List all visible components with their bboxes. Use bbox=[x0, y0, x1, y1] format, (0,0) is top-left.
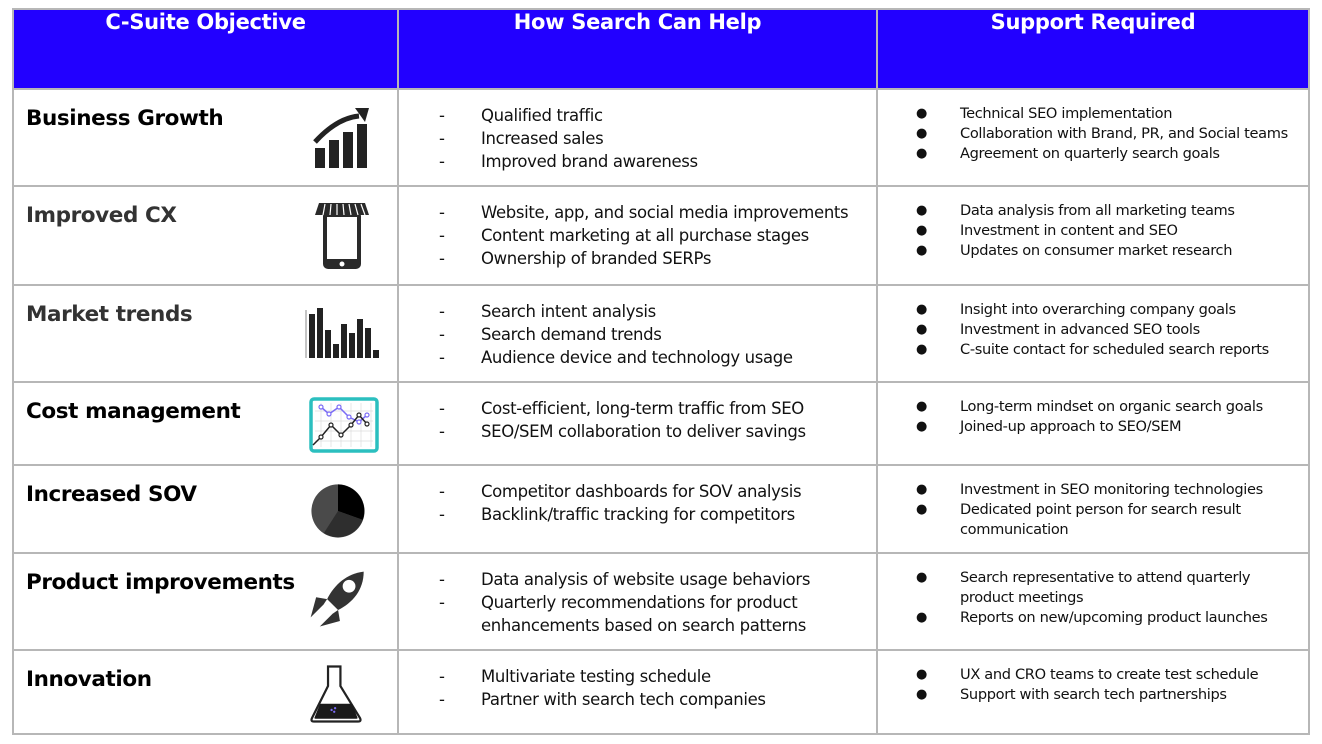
table-row: Innovation -Multivariate testing schedul… bbox=[12, 649, 1310, 735]
help-cell: -Search intent analysis -Search demand t… bbox=[397, 284, 878, 383]
header-support-required: Support Required bbox=[876, 8, 1310, 90]
list-item: ●Reports on new/upcoming product launche… bbox=[916, 609, 1268, 627]
mobile-store-icon bbox=[307, 201, 377, 271]
rocket-icon bbox=[307, 568, 377, 638]
list-item: -Multivariate testing schedule bbox=[439, 667, 711, 686]
list-item: -Competitor dashboards for SOV analysis bbox=[439, 482, 802, 501]
list-item: ●Data analysis from all marketing teams bbox=[916, 202, 1235, 219]
list-item: ●Agreement on quarterly search goals bbox=[916, 145, 1220, 163]
list-item: ●UX and CRO teams to create test schedul… bbox=[916, 666, 1259, 683]
support-cell: ●Long-term mindset on organic search goa… bbox=[876, 381, 1310, 466]
objective-title: Improved CX bbox=[26, 203, 177, 228]
help-cell: -Data analysis of website usage behavior… bbox=[397, 552, 878, 651]
help-cell: -Multivariate testing schedule -Partner … bbox=[397, 649, 878, 735]
list-item: -Content marketing at all purchase stage… bbox=[439, 226, 809, 245]
objective-cell: Improved CX bbox=[12, 185, 399, 286]
objectives-table: C-Suite Objective How Search Can Help Su… bbox=[12, 8, 1310, 735]
table-row: Market trends bbox=[12, 284, 1310, 383]
table-row: Increased SOV -Competitor dashboards for… bbox=[12, 464, 1310, 554]
objective-title: Market trends bbox=[26, 302, 193, 327]
objective-cell: Market trends bbox=[12, 284, 399, 383]
list-item: -Increased sales bbox=[439, 129, 604, 148]
list-item: ●Investment in content and SEO bbox=[916, 222, 1178, 240]
list-item: -Partner with search tech companies bbox=[439, 690, 766, 709]
list-item: ●Investment in SEO monitoring technologi… bbox=[916, 481, 1263, 498]
list-item: -Audience device and technology usage bbox=[439, 348, 793, 367]
list-item: -Improved brand awareness bbox=[439, 152, 698, 171]
objective-cell: Increased SOV bbox=[12, 464, 399, 554]
header-how-search-can-help: How Search Can Help bbox=[397, 8, 878, 90]
list-item: -Quarterly recommendations for product e… bbox=[439, 593, 807, 635]
support-cell: ●Data analysis from all marketing teams … bbox=[876, 185, 1310, 286]
list-item: ●Investment in advanced SEO tools bbox=[916, 321, 1200, 339]
help-cell: -Competitor dashboards for SOV analysis … bbox=[397, 464, 878, 554]
support-cell: ●Search representative to attend quarter… bbox=[876, 552, 1310, 651]
list-item: -Website, app, and social media improvem… bbox=[439, 203, 849, 222]
support-cell: ●Insight into overarching company goals … bbox=[876, 284, 1310, 383]
objective-title: Innovation bbox=[26, 667, 152, 692]
list-item: ●Technical SEO implementation bbox=[916, 105, 1173, 122]
table-row: Cost management bbox=[12, 381, 1310, 467]
table-row: Business Growth -Qualified traffic -Inc bbox=[12, 88, 1310, 187]
table-row: Product improvements -Data analysis of w… bbox=[12, 552, 1310, 651]
table-row: Improved CX bbox=[12, 185, 1310, 286]
list-item: ●Updates on consumer market research bbox=[916, 242, 1233, 260]
list-item: ●Long-term mindset on organic search goa… bbox=[916, 398, 1263, 415]
objective-cell: Cost management bbox=[12, 381, 399, 467]
objective-cell: Innovation bbox=[12, 649, 399, 735]
line-graph-icon bbox=[309, 397, 379, 467]
help-cell: -Qualified traffic -Increased sales -Imp… bbox=[397, 88, 878, 187]
list-item: ●C-suite contact for scheduled search re… bbox=[916, 341, 1269, 359]
list-item: -Search intent analysis bbox=[439, 302, 656, 321]
list-item: ●Collaboration with Brand, PR, and Socia… bbox=[916, 125, 1288, 143]
objective-title: Business Growth bbox=[26, 106, 224, 131]
objective-cell: Business Growth bbox=[12, 88, 399, 187]
list-item: ●Dedicated point person for search resul… bbox=[916, 501, 1241, 539]
growth-chart-icon bbox=[307, 104, 377, 174]
list-item: -SEO/SEM collaboration to deliver saving… bbox=[439, 422, 806, 441]
support-cell: ●Investment in SEO monitoring technologi… bbox=[876, 464, 1310, 554]
list-item: -Data analysis of website usage behavior… bbox=[439, 570, 811, 589]
help-cell: -Website, app, and social media improvem… bbox=[397, 185, 878, 286]
support-cell: ●Technical SEO implementation ●Collabora… bbox=[876, 88, 1310, 187]
bar-chart-icon bbox=[303, 302, 379, 372]
objective-title: Cost management bbox=[26, 399, 241, 424]
objective-cell: Product improvements bbox=[12, 552, 399, 651]
objective-title: Increased SOV bbox=[26, 482, 197, 507]
objective-title: Product improvements bbox=[26, 570, 295, 595]
header-c-suite-objective: C-Suite Objective bbox=[12, 8, 399, 90]
list-item: ●Joined-up approach to SEO/SEM bbox=[916, 418, 1182, 436]
list-item: ●Insight into overarching company goals bbox=[916, 301, 1236, 318]
list-item: -Qualified traffic bbox=[439, 106, 603, 125]
support-cell: ●UX and CRO teams to create test schedul… bbox=[876, 649, 1310, 735]
list-item: -Ownership of branded SERPs bbox=[439, 249, 712, 268]
list-item: -Backlink/traffic tracking for competito… bbox=[439, 505, 795, 524]
flask-icon bbox=[305, 663, 375, 733]
help-cell: -Cost-efficient, long-term traffic from … bbox=[397, 381, 878, 466]
pie-chart-icon bbox=[307, 480, 377, 550]
header-row: C-Suite Objective How Search Can Help Su… bbox=[12, 8, 1310, 90]
list-item: -Search demand trends bbox=[439, 325, 662, 344]
list-item: ●Search representative to attend quarter… bbox=[916, 569, 1251, 607]
list-item: ●Support with search tech partnerships bbox=[916, 686, 1227, 704]
list-item: -Cost-efficient, long-term traffic from … bbox=[439, 399, 804, 418]
